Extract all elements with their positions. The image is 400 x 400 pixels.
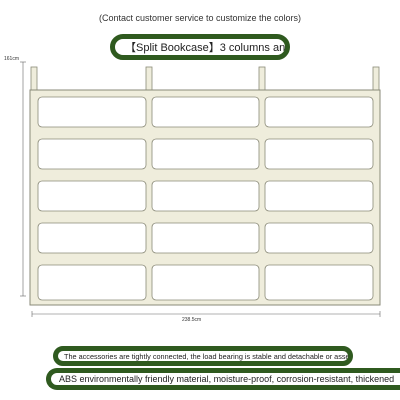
feature-connection-text: The accessories are tightly connected, t…	[64, 351, 350, 361]
shelf-cell-r3-c1	[37, 180, 147, 212]
feature-badge-connection: The accessories are tightly connected, t…	[53, 346, 353, 366]
shelf-cell-r1-c2	[151, 96, 260, 128]
shelf-cell-r3-c2	[151, 180, 260, 212]
shelf-cells	[37, 96, 374, 301]
feature-badge-material: ABS environmentally friendly material, m…	[46, 368, 400, 390]
shelf-cell-r4-c2	[151, 222, 260, 254]
feature-material-text: ABS environmentally friendly material, m…	[59, 374, 395, 384]
shelf-cell-r4-c1	[37, 222, 147, 254]
shelf-cell-r5-c2	[151, 264, 260, 301]
shelf-cell-r5-c3	[264, 264, 374, 301]
shelf-cell-r5-c1	[37, 264, 147, 301]
shelf-cell-r1-c1	[37, 96, 147, 128]
top-post-3	[258, 66, 266, 92]
shelf-cell-r1-c3	[264, 96, 374, 128]
product-title: 【Split Bookcase】3 columns and 5 layers	[125, 42, 290, 54]
shelf-cell-r4-c3	[264, 222, 374, 254]
top-post-4	[372, 66, 380, 92]
height-label: 161cm	[4, 56, 19, 62]
top-post-1	[30, 66, 38, 92]
product-title-badge: 【Split Bookcase】3 columns and 5 layers	[110, 34, 290, 60]
width-label: 238.5cm	[182, 317, 201, 323]
shelf-cell-r3-c3	[264, 180, 374, 212]
top-post-2	[145, 66, 153, 92]
shelf-cell-r2-c2	[151, 138, 260, 170]
customize-color-note: (Contact customer service to customize t…	[98, 13, 302, 23]
shelf-cell-r2-c3	[264, 138, 374, 170]
shelf-cell-r2-c1	[37, 138, 147, 170]
